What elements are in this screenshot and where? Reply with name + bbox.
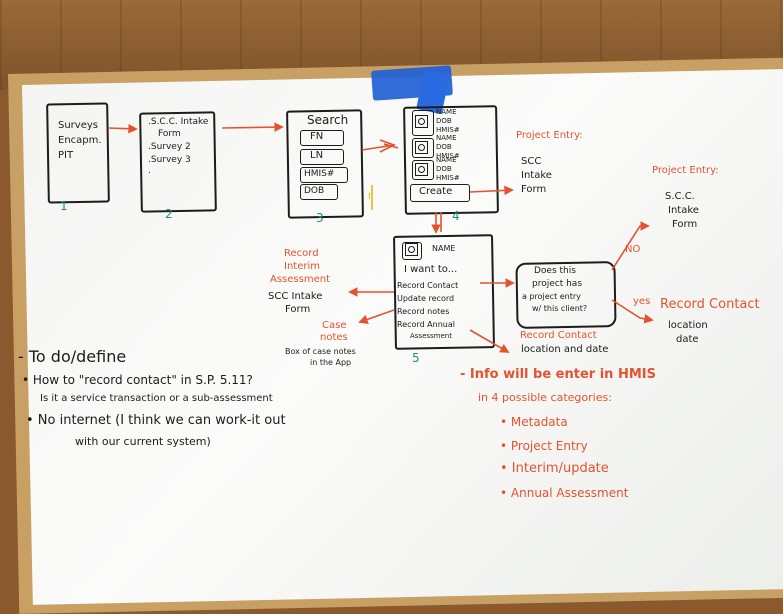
hmis-note-item: • Annual Assessment [500,486,629,500]
create-button [410,184,470,202]
screen-2-number: 2 [165,207,173,221]
todo-title: - To do/define [18,347,127,366]
screen-5-name: NAME [432,244,456,253]
result-hmis: HMIS# [436,126,460,134]
decision-line: a project entry [522,292,581,301]
arrow-yes [611,299,654,324]
interim-title-line: Record [284,248,319,259]
search-title: Search [307,113,349,127]
project-entry-1-line: SCC [521,156,542,167]
arrow-1-2 [107,123,138,134]
screen-3-number: 3 [316,211,324,225]
field-hmis [300,167,348,183]
field-fn [300,130,344,146]
interim-line: SCC Intake [268,291,323,302]
case-notes-title: notes [320,332,348,343]
result-dob: DOB [436,117,452,125]
project-entry-1-line: Intake [521,170,552,181]
result-hmis: HMIS# [436,174,460,182]
screen-5-item: Record Annual [397,320,455,329]
interim-line: Form [285,304,311,315]
project-entry-2-title: Project Entry: [652,165,719,176]
field-ln-label: LN [310,150,324,161]
todo-item: • No internet (I think we can work-it ou… [26,413,286,428]
create-label: Create [419,186,453,197]
screen-5-item: Update record [397,294,455,303]
arrow-no [611,221,650,271]
record-contact-right-line: date [676,334,699,345]
record-contact-right-line: location [668,320,708,331]
hmis-note-item: • Project Entry [500,439,588,453]
decision-line: project has [532,279,583,289]
hmis-note-item: • Metadata [500,415,568,429]
yellow-note: I [368,192,371,202]
field-dob [300,184,338,200]
screen-5-item: Record Contact [397,281,459,290]
hmis-note-title: in 4 possible categories: [478,391,612,404]
record-contact-bottom-title: Record Contact [520,330,597,341]
screen-1-line: Encapm. [58,135,102,146]
field-ln [300,149,344,165]
case-notes-title: Case [322,320,347,331]
screen-5-item: Record notes [397,307,450,316]
todo-item: with our current system) [75,435,211,448]
screen-2-line: . [148,166,151,176]
arrows-layer [107,122,654,353]
result-dob: DOB [436,143,452,151]
hmis-note-item: • Interim/update [500,461,609,476]
project-entry-2-line: S.C.C. [665,191,695,202]
avatar-icon [405,243,418,256]
result-row [412,160,434,180]
screen-5-avatar-frame [402,242,422,260]
screen-2-line: .S.C.C. Intake [148,117,209,127]
interim-title-line: Interim [284,261,320,272]
decision-yes: yes [633,296,651,307]
decision-line: w/ this client? [532,304,588,313]
screen-4-number: 4 [452,209,460,223]
arrow-case-notes [358,309,395,324]
field-fn-label: FN [310,131,324,142]
arrow-create-entry [469,185,514,196]
result-row [412,110,434,136]
arrow-3-4-head [379,139,399,153]
screen-2-line: .Survey 3 [148,155,191,165]
field-hmis-label: HMIS# [304,169,335,179]
screen-1-line: Surveys [58,120,98,131]
result-row [412,138,434,158]
avatar-icon [415,163,428,176]
screen-5-item: Assessment [410,332,452,340]
result-name: NAME [436,108,457,116]
arrow-2-3 [221,122,284,132]
project-entry-2-line: Intake [668,205,699,216]
decision-no: NO [625,244,641,255]
screen-2-line: Form [158,129,181,139]
field-dob-label: DOB [304,186,325,196]
record-contact-bottom-line: location and date [521,344,609,355]
screen-2-line: .Survey 2 [148,142,191,152]
interim-title-line: Assessment [270,274,330,285]
avatar-icon [415,141,428,154]
result-dob: DOB [436,165,452,173]
result-name: NAME [436,156,457,164]
screen-1-line: PIT [58,150,74,161]
arrow-record-bottom [469,329,510,353]
result-hmis: HMIS# [436,152,460,160]
project-entry-2-line: Form [672,219,698,230]
record-contact-right-title: Record Contact [660,297,760,312]
result-name: NAME [436,134,457,142]
screen-5-heading: I want to... [404,264,458,275]
hmis-note-title: - Info will be enter in HMIS [460,367,656,382]
avatar-icon [415,115,428,128]
case-notes-line: Box of case notes [285,347,356,356]
todo-item: • How to "record contact" in S.P. 5.11? [22,373,253,387]
case-notes-line: in the App [310,358,352,367]
decision-line: Does this [534,266,576,276]
screen-1-number: 1 [60,199,68,213]
project-entry-1-title: Project Entry: [516,130,583,141]
project-entry-1-line: Form [521,184,547,195]
screen-5-number: 5 [412,351,420,365]
todo-item: Is it a service transaction or a sub-ass… [40,393,273,404]
